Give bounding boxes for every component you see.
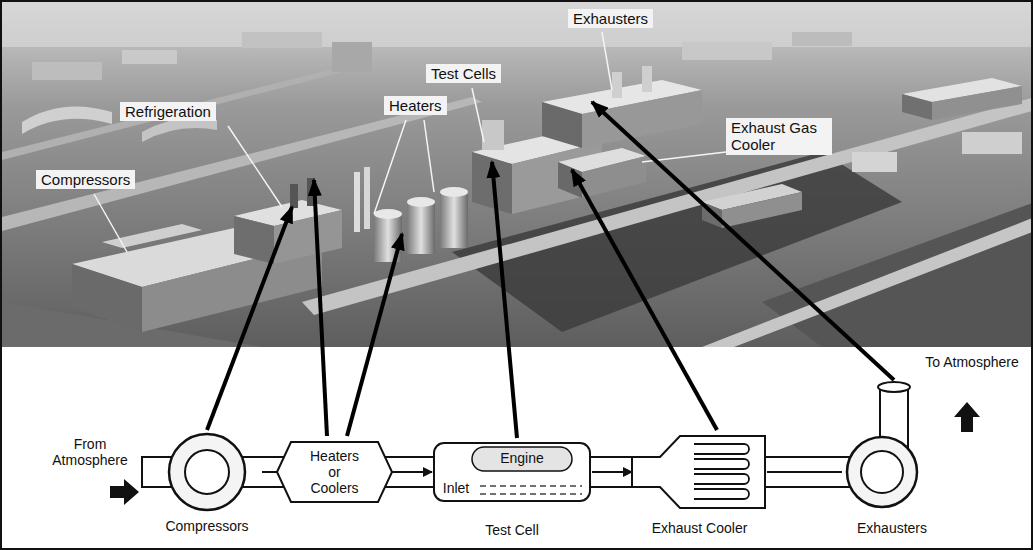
flow-connector <box>262 471 277 473</box>
node-text: Exhaust Cooler <box>627 520 772 536</box>
photo-label: Exhausters <box>568 9 653 28</box>
aerial-photo <box>2 2 1033 347</box>
photo-label: Test Cells <box>426 64 501 83</box>
photo-label: Compressors <box>36 170 135 189</box>
node-text: Engine <box>484 450 560 466</box>
pointer-arrows <box>207 102 894 438</box>
inflow-arrow <box>110 479 139 505</box>
photo-label: Refrigeration <box>120 102 216 121</box>
flow-label: To Atmosphere <box>924 354 1020 370</box>
flow-connector <box>592 471 632 473</box>
leader-lines <box>94 32 726 252</box>
heater-box: Heaters or Coolers <box>277 440 392 504</box>
exhauster-symbol: Exhausters <box>842 432 942 547</box>
outflow-arrow <box>954 402 980 432</box>
node-text: Heaters or Coolers <box>303 448 367 496</box>
photo-label: Exhaust Gas Cooler <box>726 118 832 155</box>
exhaust-cooler: Exhaust Cooler <box>632 432 767 547</box>
compressor-symbol: Compressors <box>152 432 262 547</box>
node-text: Inlet <box>436 480 476 496</box>
node-text: Compressors <box>142 518 272 534</box>
flow-connector <box>767 471 842 473</box>
flow-label: From Atmosphere <box>42 436 138 468</box>
node-text: Exhausters <box>832 520 952 536</box>
photo-label: Heaters <box>384 96 447 115</box>
node-text: Test Cell <box>432 522 592 538</box>
test-cell: EngineInletTest Cell <box>432 442 592 547</box>
flow-connector <box>392 471 432 473</box>
